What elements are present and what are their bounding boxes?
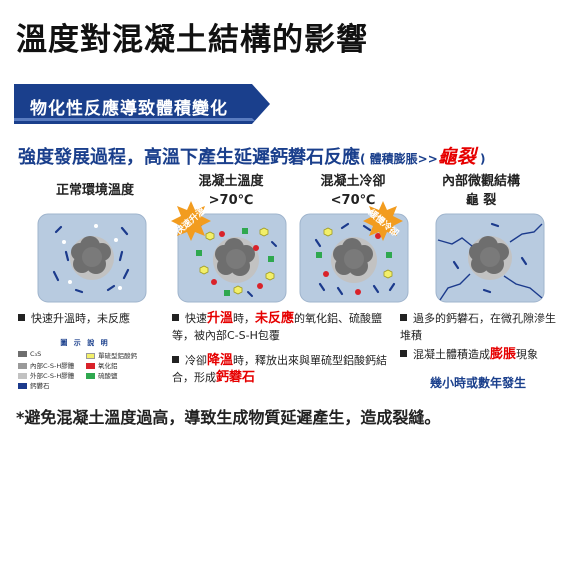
page-title: 溫度對混凝土結構的影響 xyxy=(16,22,368,58)
headline-paren-text: 體積膨脹>> xyxy=(365,152,438,166)
bullet-col2-1: 快速升溫時，未反應的氧化鋁、硫酸鹽等，被內部C-S-H包覆 xyxy=(172,310,388,344)
bullet-marker xyxy=(172,314,179,321)
bullet-text: 現象 xyxy=(516,348,539,361)
bullet-text: 冷卻 xyxy=(185,354,207,367)
legend-swatch xyxy=(18,373,27,379)
stage-label-line: 混凝土溫度 xyxy=(198,174,264,189)
ettringite-needles-icon xyxy=(314,222,396,296)
cement-grain-icon xyxy=(70,236,114,280)
section-banner xyxy=(14,84,270,124)
monosulfate-hexagons-icon xyxy=(199,227,275,295)
legend-item: 外部C-S-H膠體 xyxy=(18,370,74,380)
legend-swatch xyxy=(86,353,95,359)
bullet-col2-2: 冷卻降溫時，釋放出來與單硫型鋁酸鈣結合，形成鈣礬石 xyxy=(172,352,388,386)
alumina-dots-icon xyxy=(323,233,381,295)
heating-burst-icon xyxy=(171,201,211,241)
ettringite-needles-icon xyxy=(452,222,528,294)
bullet-text: 快速升溫時，未反應 xyxy=(31,312,130,325)
stage-label-line: 混凝土冷卻 xyxy=(320,174,386,189)
footer-note: *避免混凝土溫度過高，導致生成物質延遲產生，造成裂縫。 xyxy=(16,408,441,427)
alumina-dots-icon xyxy=(211,231,263,289)
headline-paren-open: ( xyxy=(360,152,366,166)
cement-grain-icon xyxy=(331,237,377,283)
stage-label-heated: 混凝土溫度 >70℃ xyxy=(176,172,286,210)
bullet-col3-2: 混凝土體積造成膨脹現象 xyxy=(400,346,560,363)
bullet-text: 時， xyxy=(233,312,256,325)
stage-label-line: 龜 裂 xyxy=(465,193,497,208)
stage-label-line: 內部微觀結構 xyxy=(441,174,520,189)
bullet-text: 混凝土體積造成 xyxy=(413,348,490,361)
cement-grain-icon xyxy=(213,237,259,283)
headline-main: 強度發展過程，高溫下產生延遲鈣礬石反應 xyxy=(18,147,360,168)
bullet-highlight: 鈣礬石 xyxy=(216,370,256,385)
legend-title: 圖 示 說 明 xyxy=(60,339,110,347)
bullet-col1-1: 快速升溫時，未反應 xyxy=(18,310,168,327)
legend-item: 氧化鋁 xyxy=(86,360,118,370)
legend: 圖 示 說 明 C₃S 單硫型鋁酸鈣 內部C-S-H膠體 氧化鋁 外部C-S-H… xyxy=(18,338,152,396)
headline: 強度發展過程，高溫下產生延遲鈣礬石反應( 體積膨脹>>龜裂 ) xyxy=(18,142,485,169)
legend-item: 內部C-S-H膠體 xyxy=(18,360,74,370)
bullet-highlight: 膨脹 xyxy=(490,347,517,362)
particle-dots-icon xyxy=(62,224,122,290)
stage-label-line: 正常環境溫度 xyxy=(55,183,134,198)
headline-highlight: 龜裂 xyxy=(437,146,476,168)
legend-swatch xyxy=(18,363,27,369)
bullet-highlight: 升溫 xyxy=(207,311,234,326)
legend-label: 硫酸鹽 xyxy=(98,372,118,380)
cooling-burst-icon xyxy=(363,201,403,241)
bullet-marker xyxy=(400,314,407,321)
bullet-highlight: 降溫 xyxy=(207,353,234,368)
bullet-text: 快速 xyxy=(185,312,207,325)
legend-item: C₃S xyxy=(18,350,41,358)
stage-label-normal: 正常環境溫度 xyxy=(40,181,150,200)
stage-label-microcrack: 內部微觀結構 龜 裂 xyxy=(426,172,536,210)
legend-swatch xyxy=(18,383,27,389)
legend-label: 氧化鋁 xyxy=(98,362,118,370)
sulfate-squares-icon xyxy=(196,228,274,296)
crack-lines-icon xyxy=(437,223,543,301)
legend-swatch xyxy=(86,363,95,369)
stage-label-cooled: 混凝土冷卻 <70℃ xyxy=(298,172,408,210)
monosulfate-hexagons-icon xyxy=(323,227,393,279)
banner-title: 物化性反應導致體積變化 xyxy=(30,99,228,119)
bullet-col3-1: 過多的鈣礬石，在微孔隙滲生堆積 xyxy=(400,310,560,344)
legend-label: C₃S xyxy=(30,350,42,358)
bullet-highlight: 未反應 xyxy=(255,311,295,326)
ettringite-needles-icon xyxy=(52,225,130,294)
legend-item: 單硫型鋁酸鈣 xyxy=(86,350,137,360)
stage-tile-cracked xyxy=(435,213,545,303)
bullet-marker xyxy=(172,356,179,363)
bullet-marker xyxy=(400,350,407,357)
stage-label-line: >70℃ xyxy=(208,193,254,208)
legend-label: 內部C-S-H膠體 xyxy=(30,362,75,370)
timing-note: 幾小時或數年發生 xyxy=(430,376,527,390)
legend-item: 硫酸鹽 xyxy=(86,370,118,380)
headline-paren-close: ) xyxy=(475,152,486,166)
legend-item: 鈣礬石 xyxy=(18,380,50,390)
legend-swatch xyxy=(86,373,95,379)
bullet-text: 過多的鈣礬石，在微孔隙滲生堆積 xyxy=(400,312,556,342)
bullet-text: 時，釋放出來與單硫型鋁酸鈣結合，形成 xyxy=(172,354,388,384)
cement-grain-icon xyxy=(468,236,512,280)
legend-swatch xyxy=(18,351,27,357)
legend-label: 單硫型鋁酸鈣 xyxy=(98,352,137,360)
stage-label-line: <70℃ xyxy=(330,193,376,208)
sulfate-squares-icon xyxy=(316,252,392,258)
stage-tile-normal xyxy=(37,213,147,303)
legend-label: 鈣礬石 xyxy=(30,382,50,390)
bullet-text: 的氧化鋁、硫酸鹽等，被內部C-S-H包覆 xyxy=(172,312,383,342)
bullet-marker xyxy=(18,314,25,321)
legend-label: 外部C-S-H膠體 xyxy=(30,372,75,380)
